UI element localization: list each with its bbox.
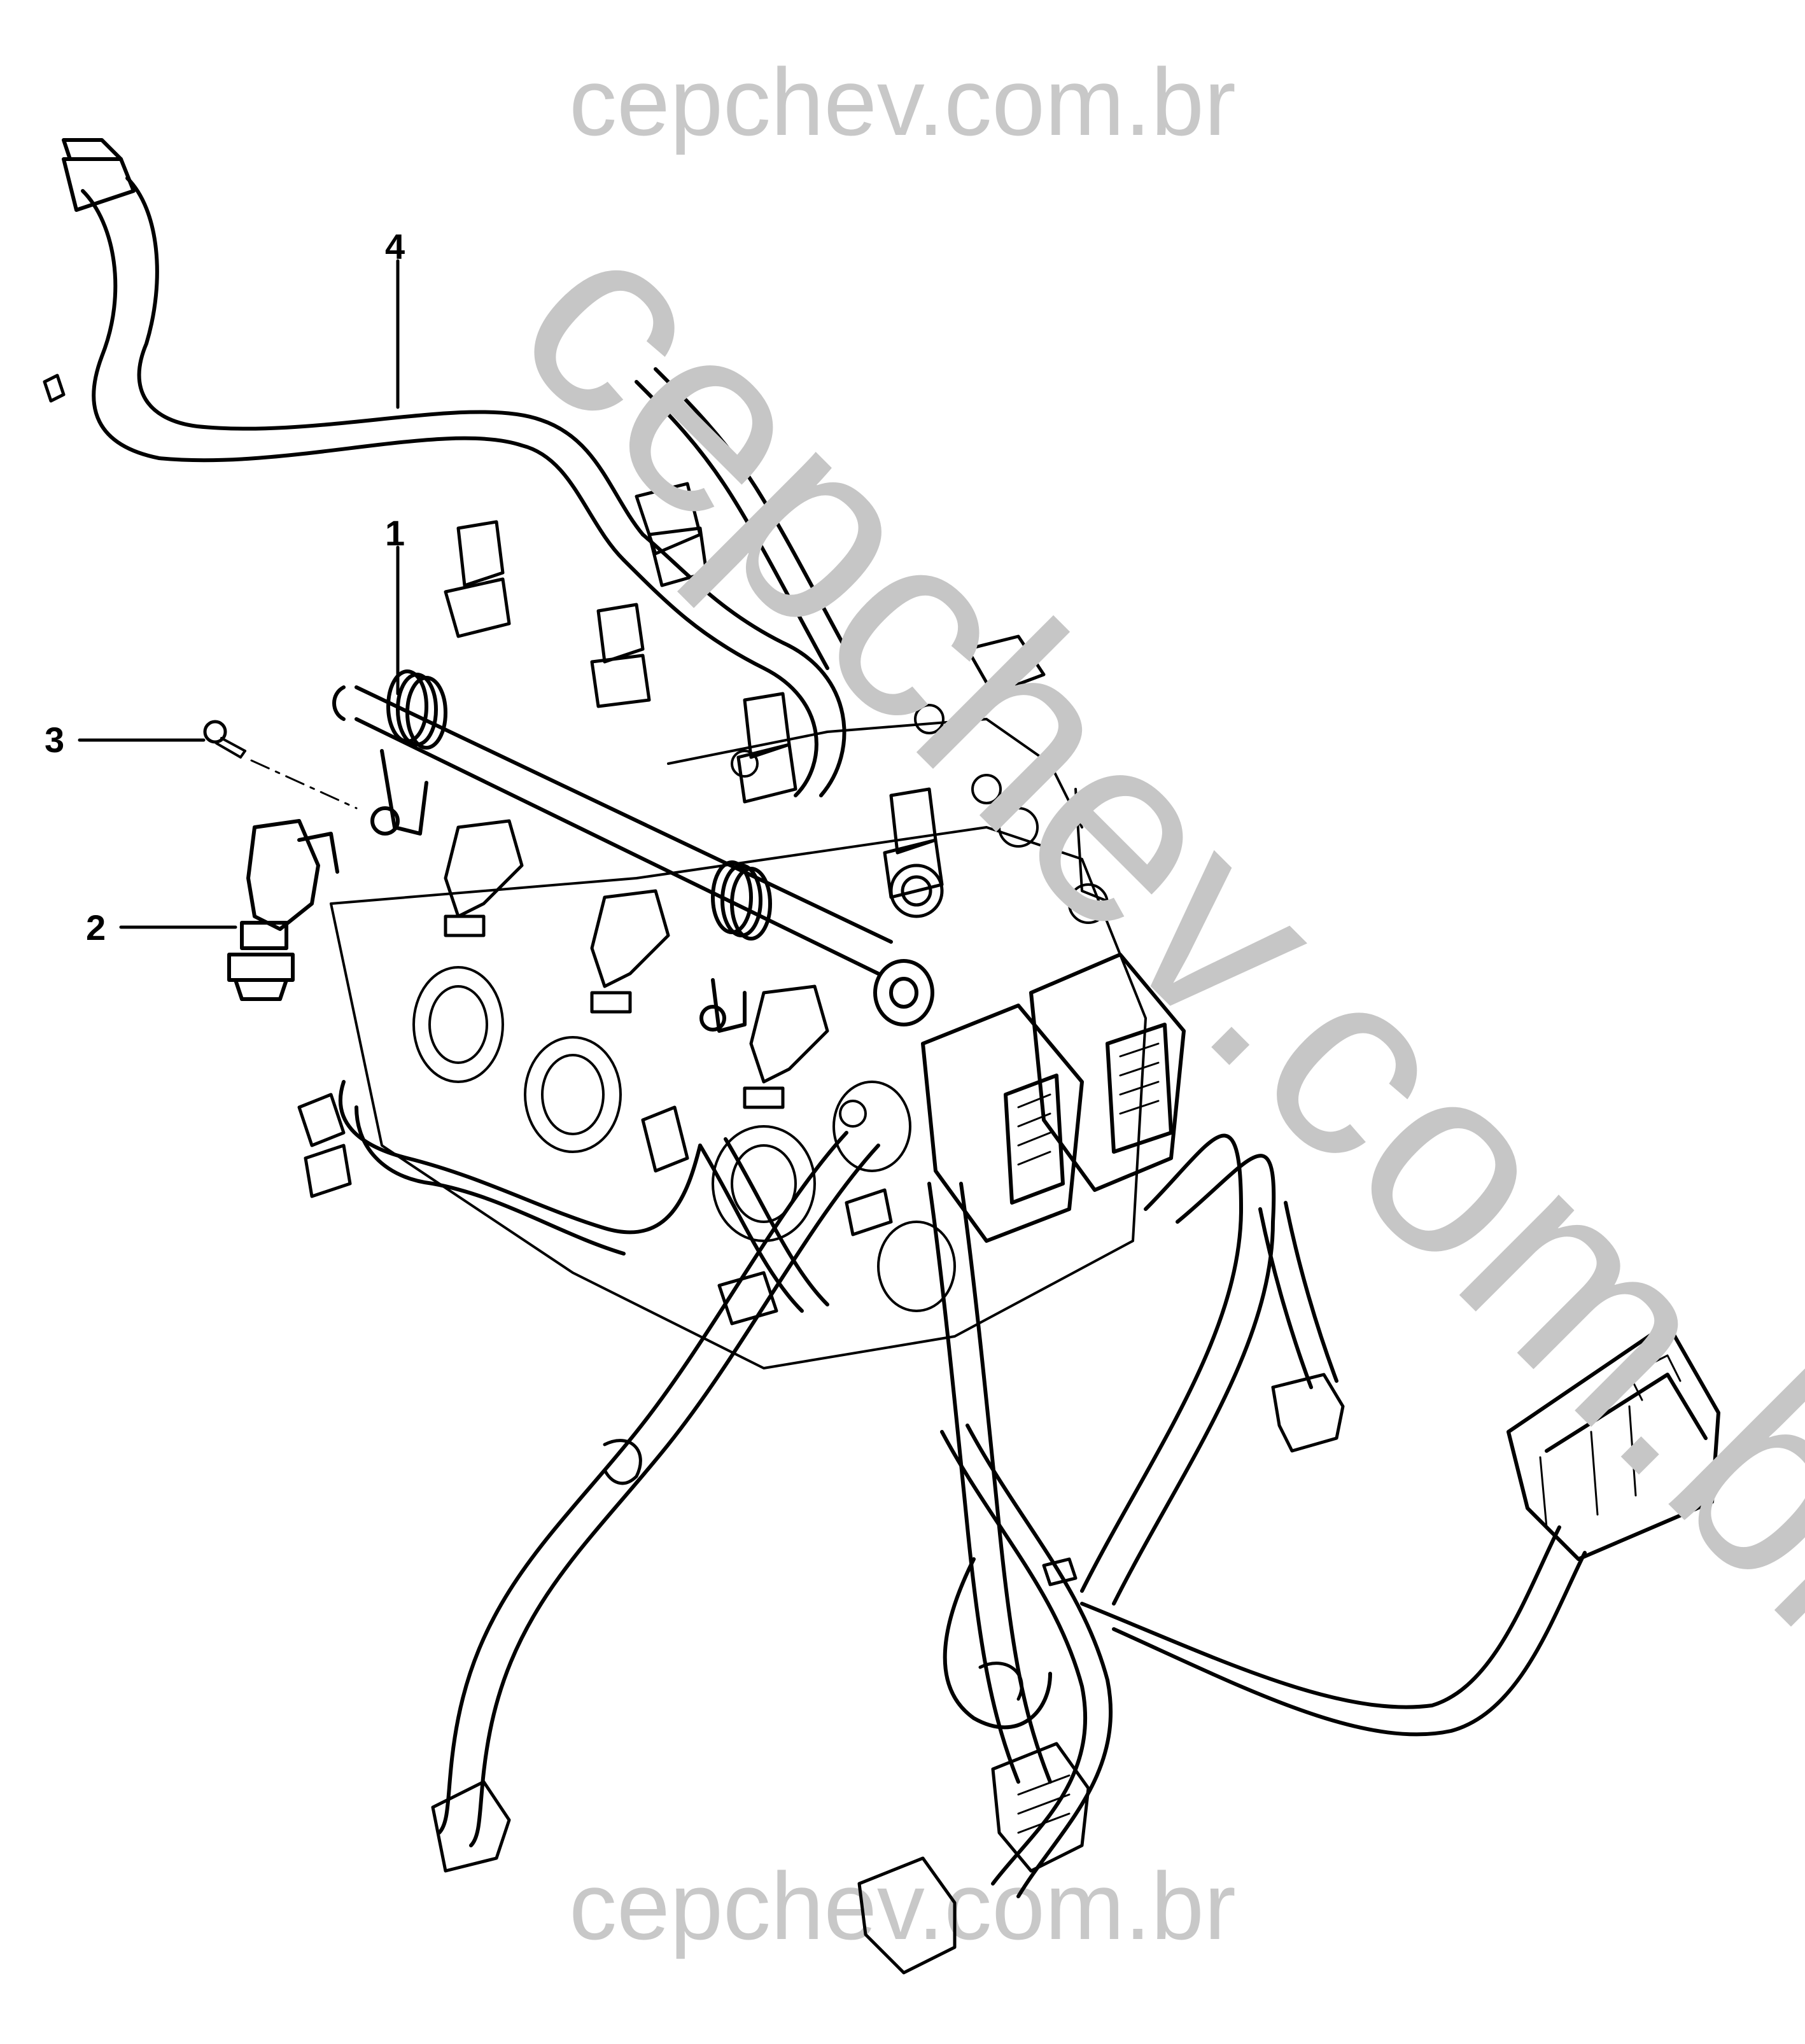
upper-connectors bbox=[444, 482, 1046, 918]
engine-block bbox=[330, 704, 1147, 1369]
callout-4: 4 bbox=[385, 227, 405, 267]
callout-1: 1 bbox=[385, 513, 405, 553]
rail-injectors bbox=[444, 819, 829, 1109]
bottom-connectors bbox=[297, 1093, 1090, 1975]
callout-2: 2 bbox=[86, 907, 106, 948]
callout-3: 3 bbox=[45, 720, 65, 760]
bolt-part bbox=[203, 720, 358, 809]
watermark-bottom: cepchev.com.br bbox=[569, 1852, 1236, 1959]
right-large-connector bbox=[1507, 1322, 1720, 1561]
leader-lines bbox=[78, 259, 400, 929]
ecu-connectors bbox=[921, 953, 1186, 1243]
fuel-rail bbox=[332, 669, 934, 1033]
main-harness bbox=[62, 138, 1587, 1898]
injector-part bbox=[227, 819, 339, 1001]
right-small-connector bbox=[1271, 1373, 1345, 1453]
watermark-top: cepchev.com.br bbox=[569, 48, 1236, 155]
harness-clips bbox=[43, 374, 1078, 1701]
